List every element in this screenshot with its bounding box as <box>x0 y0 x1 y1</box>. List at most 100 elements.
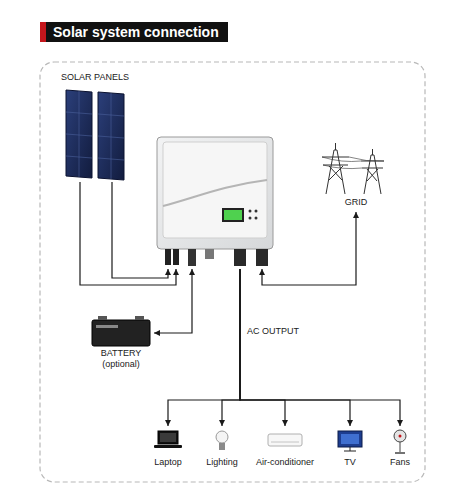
grid-tower-icon <box>322 143 384 194</box>
air-conditioner-icon <box>268 434 302 446</box>
laptop-icon-part <box>158 431 178 444</box>
arrowhead <box>165 269 171 275</box>
tv-icon-part <box>344 451 356 452</box>
title-text: Solar system connection <box>53 22 219 42</box>
tv-icon <box>338 431 362 451</box>
arrowhead <box>173 269 179 275</box>
grid-tower-icon-part <box>323 165 348 166</box>
battery-icon <box>92 316 150 346</box>
inverter-icon <box>157 137 273 266</box>
wire-line <box>240 269 285 426</box>
air-conditioner-icon-part <box>268 434 302 446</box>
wire-connector <box>165 269 240 426</box>
inverter-icon-part <box>157 137 273 249</box>
solar-panel-icon-part-part <box>111 93 112 179</box>
solar-panel-icon <box>66 90 124 180</box>
inverter-icon-part <box>256 249 268 266</box>
lighting-node: Lighting <box>204 426 240 470</box>
inverter-node <box>157 137 273 269</box>
inverter-icon-part <box>222 208 244 222</box>
inverter-icon-part <box>165 249 171 265</box>
grid-tower-icon-part <box>367 169 378 181</box>
grid-node: GRID <box>320 142 392 212</box>
battery-icon-part <box>98 316 107 320</box>
fan-icon <box>394 430 406 453</box>
node-label: Lighting <box>204 457 240 468</box>
grid-tower-icon-part <box>322 157 361 162</box>
wire-line <box>222 269 240 426</box>
inverter-icon-part <box>234 249 246 266</box>
wire-connector <box>219 269 240 426</box>
grid-tower-icon-part <box>367 169 377 181</box>
node-label: TV <box>342 457 358 468</box>
inverter-icon-part <box>188 249 196 266</box>
wire-line <box>262 212 356 285</box>
wire-connector <box>259 212 359 285</box>
wire-line <box>154 269 192 333</box>
arrowhead <box>353 212 359 218</box>
fan-icon-part <box>395 452 405 454</box>
solar-panel-icon-part-part <box>66 156 92 158</box>
tv-node: TV <box>342 426 358 470</box>
wire-connector <box>240 269 288 426</box>
fan-icon-part <box>399 435 402 438</box>
wire-connector <box>154 269 195 336</box>
inverter-icon-part <box>255 217 258 220</box>
laptop-icon-part <box>154 445 182 448</box>
inverter-icon-part <box>249 217 252 220</box>
wire-connector <box>240 269 353 426</box>
battery-node: BATTERY (optional) <box>88 314 154 376</box>
solar-panel-icon-part <box>66 91 124 179</box>
arrowhead <box>347 420 353 426</box>
wire-connector <box>80 182 179 285</box>
grid-tower-icon-part <box>322 157 349 158</box>
inverter-icon-part <box>249 210 252 213</box>
bulb-icon-part <box>219 443 225 450</box>
arrowhead <box>282 420 288 426</box>
dashed-frame <box>40 62 425 482</box>
wire-connector <box>112 182 171 278</box>
node-label: Fans <box>388 457 413 468</box>
wire-connector <box>240 269 403 426</box>
grid-tower-icon-part <box>335 143 336 150</box>
tv-icon-part <box>350 447 351 451</box>
title-bar-part <box>46 22 228 42</box>
solar-panel-icon-part <box>98 92 124 180</box>
grid-tower-icon-part <box>362 168 383 169</box>
arrowhead <box>154 330 160 336</box>
fan-icon-part <box>394 430 406 442</box>
bulb-icon <box>216 431 228 450</box>
inverter-icon-part <box>173 249 179 265</box>
air-conditioner-icon-part <box>271 442 299 443</box>
edge-label: AC OUTPUT <box>246 326 300 337</box>
solar-panel-icon-part-part <box>98 158 124 160</box>
title-bar <box>40 22 228 42</box>
arrowhead <box>219 420 225 426</box>
arrowhead <box>165 420 171 426</box>
solar-panel-icon-part-part <box>79 91 80 177</box>
title-slot: Solar system connection <box>53 22 219 42</box>
laptop-icon <box>154 431 182 448</box>
title-bar-part <box>40 22 46 42</box>
node-label: Air-conditioner <box>254 457 317 468</box>
battery-icon-part <box>92 320 150 346</box>
solar-panel-icon-part <box>66 90 92 178</box>
battery-icon-part <box>96 325 118 328</box>
solar-panel-icon-part-part <box>66 112 92 114</box>
battery-icon-part <box>135 316 144 320</box>
fan-node: Fans <box>388 426 413 470</box>
solar-panel-icon-part-part <box>98 114 124 116</box>
inverter-icon-part <box>163 180 267 206</box>
solar-panel-icon-part-part <box>66 134 92 136</box>
air-conditioner-node: Air-conditioner <box>254 426 317 470</box>
arrowhead <box>189 269 195 275</box>
inverter-icon-part <box>224 210 242 220</box>
wire-line <box>112 182 168 278</box>
inverter-icon-part <box>205 249 214 259</box>
tv-icon-part <box>338 431 362 447</box>
grid-tower-icon-part <box>323 165 362 169</box>
solar-panel-node: SOLAR PANELS <box>58 72 132 182</box>
node-label: BATTERY (optional) <box>93 348 149 370</box>
arrowhead <box>259 269 265 275</box>
